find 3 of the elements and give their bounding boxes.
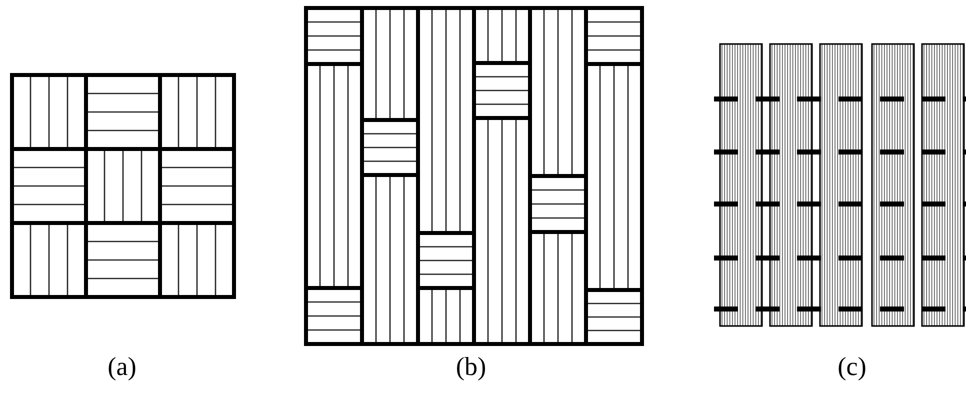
panel-label: (c) <box>838 352 866 382</box>
panel-label: (b) <box>456 352 486 382</box>
panel-label: (a) <box>108 352 136 382</box>
